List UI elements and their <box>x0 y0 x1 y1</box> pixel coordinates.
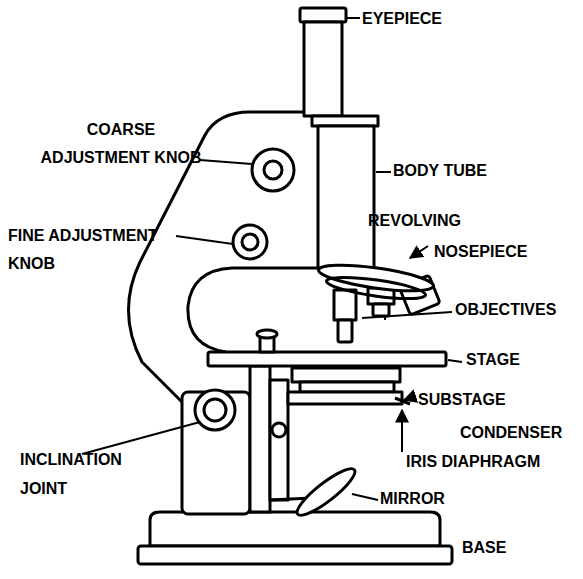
part-label: FINE ADJUSTMENT KNOB <box>8 222 168 278</box>
objective-tip <box>338 320 352 342</box>
leader-line <box>82 422 200 454</box>
part-label: OBJECTIVES <box>455 299 556 321</box>
stage-support <box>250 366 270 512</box>
stage-plate <box>208 352 446 366</box>
mirror <box>292 463 360 522</box>
coarse-knob-inner <box>264 161 282 179</box>
part-label: REVOLVING NOSEPIECE <box>368 205 544 267</box>
nosepiece-band <box>325 273 426 303</box>
base-foot <box>138 546 452 564</box>
fine-knob-inner <box>242 234 258 250</box>
pillar <box>182 392 250 514</box>
leader-line <box>448 360 462 362</box>
part-label: STAGE <box>466 349 520 371</box>
part-label: MIRROR <box>380 488 445 510</box>
leader-line <box>404 396 416 400</box>
leader-line <box>176 236 233 244</box>
substage-knob <box>272 423 286 437</box>
coarse-knob <box>252 149 294 191</box>
objective <box>334 290 356 320</box>
base-shape <box>150 512 440 546</box>
leader-line <box>376 171 391 173</box>
leader-line <box>200 160 252 164</box>
eyepiece-cap <box>300 8 346 22</box>
eyepiece-tube <box>304 22 342 116</box>
part-label: BASE <box>462 537 506 559</box>
leader-line <box>384 316 386 320</box>
part-label: SUBSTAGE CONDENSER <box>418 383 570 449</box>
iris-diaphragm-ring <box>288 392 402 404</box>
part-label: COARSE ADJUSTMENT KNOB <box>35 116 207 172</box>
part-label: INCLINATION JOINT <box>20 445 135 503</box>
leader-line <box>346 17 360 19</box>
part-label: BODY TUBE <box>393 160 487 182</box>
leader-line <box>362 312 452 318</box>
substage-bracket <box>270 380 288 500</box>
leader-line <box>410 246 428 258</box>
part-label: IRIS DIAPHRAGM <box>406 451 540 473</box>
inclination-joint-inner <box>204 399 226 421</box>
objective-tip <box>373 304 389 316</box>
part-label: EYEPIECE <box>362 8 442 30</box>
arm-inner <box>188 268 318 352</box>
body-tube <box>318 126 374 268</box>
inclination-joint <box>195 390 235 430</box>
condenser-top <box>292 368 400 382</box>
stage-clip-cap <box>257 330 277 338</box>
leader-line <box>401 410 403 452</box>
fine-knob <box>233 225 267 259</box>
leader-line <box>352 494 378 500</box>
